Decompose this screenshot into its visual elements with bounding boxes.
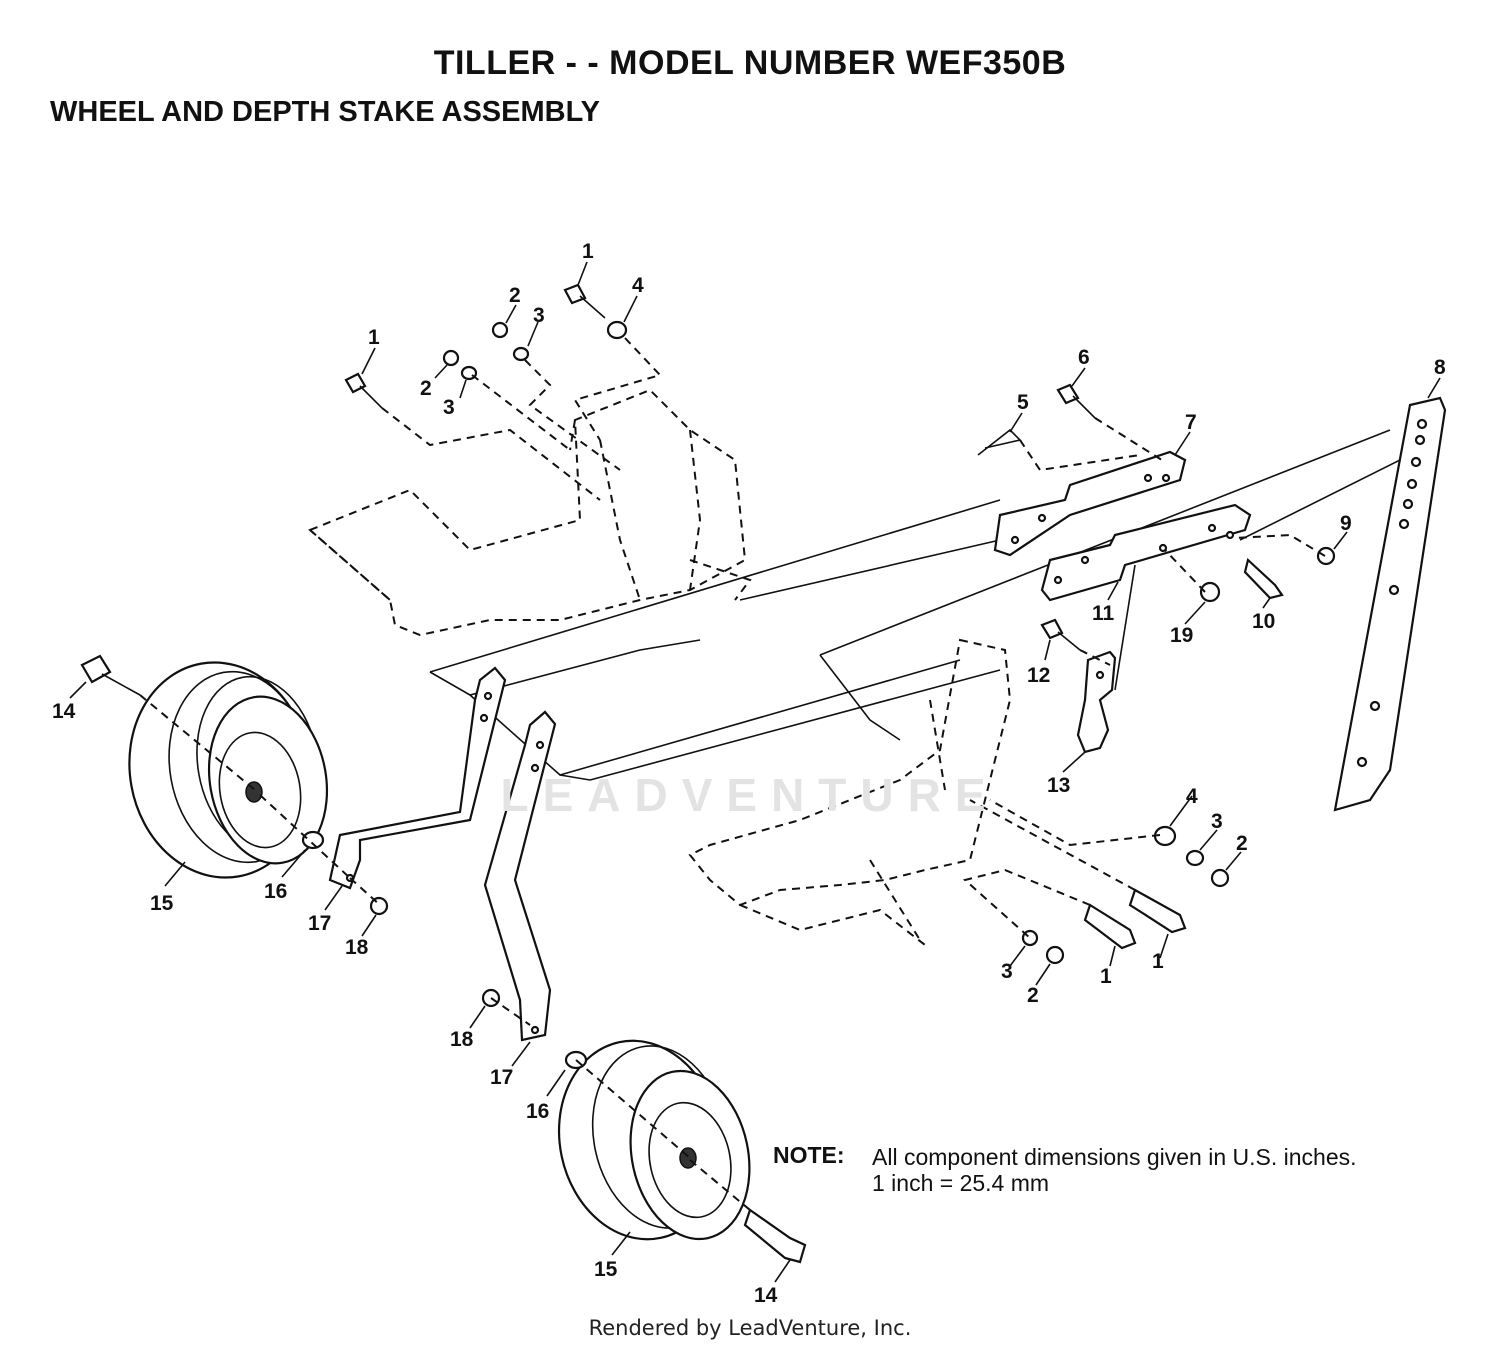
note-line-2: 1 inch = 25.4 mm <box>872 1170 1050 1196</box>
callout-14: 14 <box>754 1284 778 1307</box>
callout-2: 2 <box>1027 984 1039 1007</box>
axle-arm-part-17-upper <box>328 666 507 890</box>
callout-16: 16 <box>526 1100 549 1123</box>
page-title: TILLER - - MODEL NUMBER WEF350B <box>433 44 1067 82</box>
callout-12: 12 <box>1027 664 1050 687</box>
callout-3: 3 <box>443 396 455 419</box>
note-text: All component dimensions given in U.S. i… <box>872 1144 1357 1196</box>
callout-3: 3 <box>533 304 545 327</box>
callout-11: 11 <box>1092 602 1115 625</box>
callout-1: 1 <box>582 240 594 263</box>
callout-15: 15 <box>594 1258 618 1281</box>
callout-3: 3 <box>1211 810 1223 833</box>
callout-10: 10 <box>1252 610 1275 633</box>
callout-numbers: 1 4 2 3 1 2 3 6 5 7 8 9 10 11 19 12 13 1… <box>52 240 1446 1307</box>
callout-7: 7 <box>1185 411 1197 434</box>
watermark: LEADVENTURE <box>500 769 1000 821</box>
leader-lines <box>69 261 1441 1283</box>
callout-5: 5 <box>1017 391 1029 414</box>
page-subtitle: WHEEL AND DEPTH STAKE ASSEMBLY <box>50 96 600 128</box>
callout-3: 3 <box>1001 960 1013 983</box>
callout-19: 19 <box>1170 624 1193 647</box>
callout-15: 15 <box>150 892 174 915</box>
axle-tube <box>429 429 1441 781</box>
callout-8: 8 <box>1434 356 1446 379</box>
callout-16: 16 <box>264 880 287 903</box>
callout-13: 13 <box>1047 774 1070 797</box>
callout-14: 14 <box>52 700 76 723</box>
callout-9: 9 <box>1340 512 1352 535</box>
callout-4: 4 <box>1186 785 1198 808</box>
callout-2: 2 <box>1236 832 1248 855</box>
callout-17: 17 <box>490 1066 513 1089</box>
callout-17: 17 <box>308 912 331 935</box>
callout-2: 2 <box>420 377 432 400</box>
wheel-part-15-upper <box>128 661 329 879</box>
clip-part-13 <box>1076 650 1117 754</box>
bracket-part-11 <box>1040 503 1252 691</box>
note-label: NOTE: <box>773 1142 845 1168</box>
note-line-1: All component dimensions given in U.S. i… <box>872 1144 1357 1170</box>
callout-1: 1 <box>1100 965 1112 988</box>
callout-4: 4 <box>632 274 644 297</box>
axle-arm-part-17-lower <box>483 710 557 1042</box>
depth-stake-part-8 <box>1333 396 1447 812</box>
bracket-part-7 <box>993 450 1187 557</box>
callout-1: 1 <box>1152 950 1164 973</box>
footer-credit: Rendered by LeadVenture, Inc. <box>588 1316 912 1340</box>
frame-outline <box>308 388 1012 946</box>
wheel-part-15-lower <box>557 1039 751 1241</box>
callout-6: 6 <box>1078 346 1090 369</box>
callout-2: 2 <box>509 284 521 307</box>
callout-1: 1 <box>368 326 380 349</box>
callout-18: 18 <box>450 1028 474 1051</box>
callout-18: 18 <box>345 936 369 959</box>
